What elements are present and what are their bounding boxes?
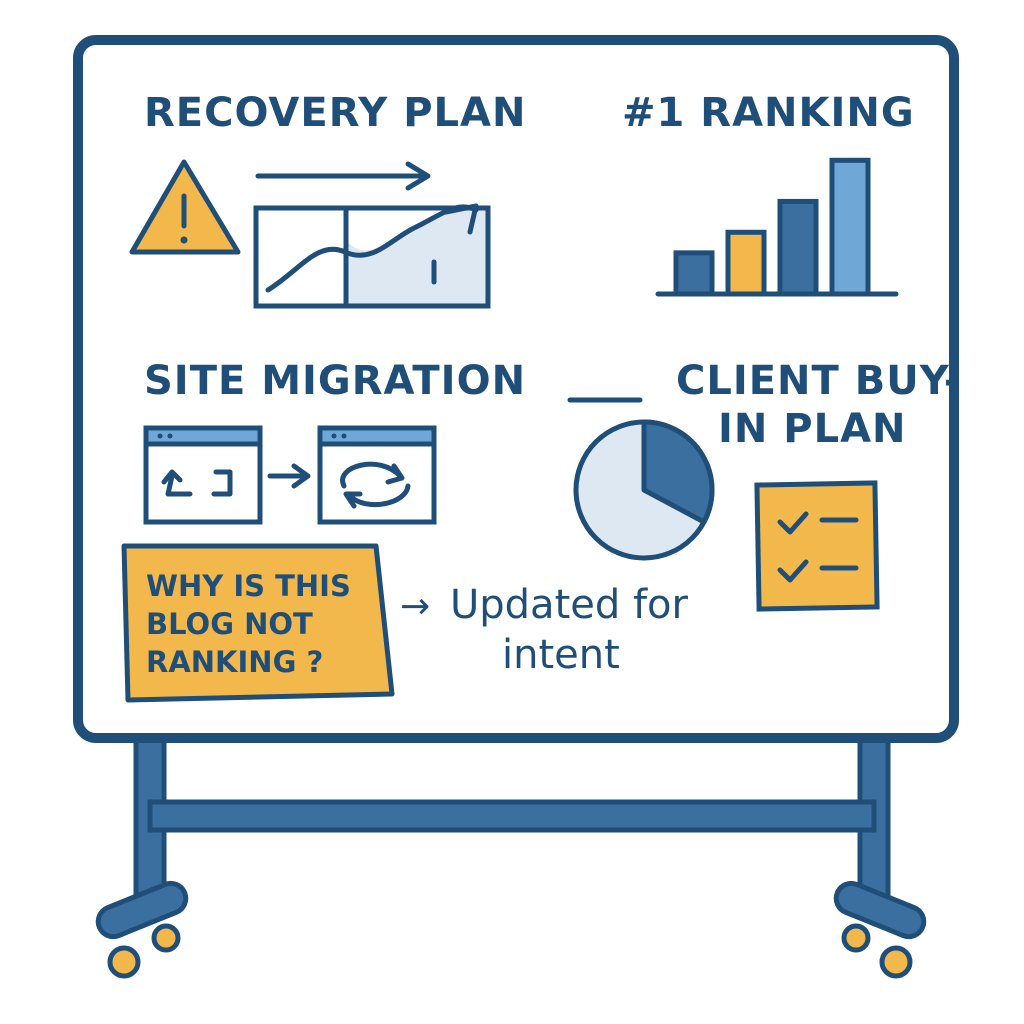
caster-wheel-icon xyxy=(151,923,181,953)
site-migration-title: SITE MIGRATION xyxy=(144,358,526,404)
left-base xyxy=(95,880,189,940)
bar-3 xyxy=(777,198,819,297)
warning-icon xyxy=(129,159,241,255)
annotation-arrow: → xyxy=(400,586,430,627)
recovery-plan-title: RECOVERY PLAN xyxy=(144,90,526,136)
whiteboard-stand xyxy=(95,732,927,979)
sticky-note-line2: BLOG NOT xyxy=(146,607,313,641)
bar-1 xyxy=(673,250,715,297)
sticky-note-line1: WHY IS THIS xyxy=(146,569,351,603)
caster-wheel-icon xyxy=(107,945,141,979)
browser-window-icon xyxy=(317,425,437,525)
sticky-note: WHY IS THIS BLOG NOT RANKING ? xyxy=(121,543,395,703)
browser-window-icon xyxy=(143,425,263,525)
bar-chart-icon xyxy=(655,157,899,297)
bar-2 xyxy=(725,229,767,297)
sticky-note-line3: RANKING ? xyxy=(146,645,323,679)
arrow-right-icon xyxy=(255,161,431,191)
trend-chart-icon xyxy=(253,203,491,309)
bar-4 xyxy=(829,157,871,297)
annotation-line2: intent xyxy=(502,632,620,678)
checklist-note-icon xyxy=(754,480,880,612)
caster-wheel-icon xyxy=(841,923,871,953)
pie-chart-icon xyxy=(573,419,715,561)
client-buyin-title-line2: IN PLAN xyxy=(718,406,907,452)
ranking-title: #1 RANKING xyxy=(622,90,915,136)
right-base xyxy=(833,880,927,940)
annotation-line1: Updated for xyxy=(450,582,689,628)
client-buyin-title-line1: CLIENT BUY- xyxy=(676,358,961,404)
caster-wheel-icon xyxy=(879,945,913,979)
arrow-right-icon xyxy=(267,463,311,489)
